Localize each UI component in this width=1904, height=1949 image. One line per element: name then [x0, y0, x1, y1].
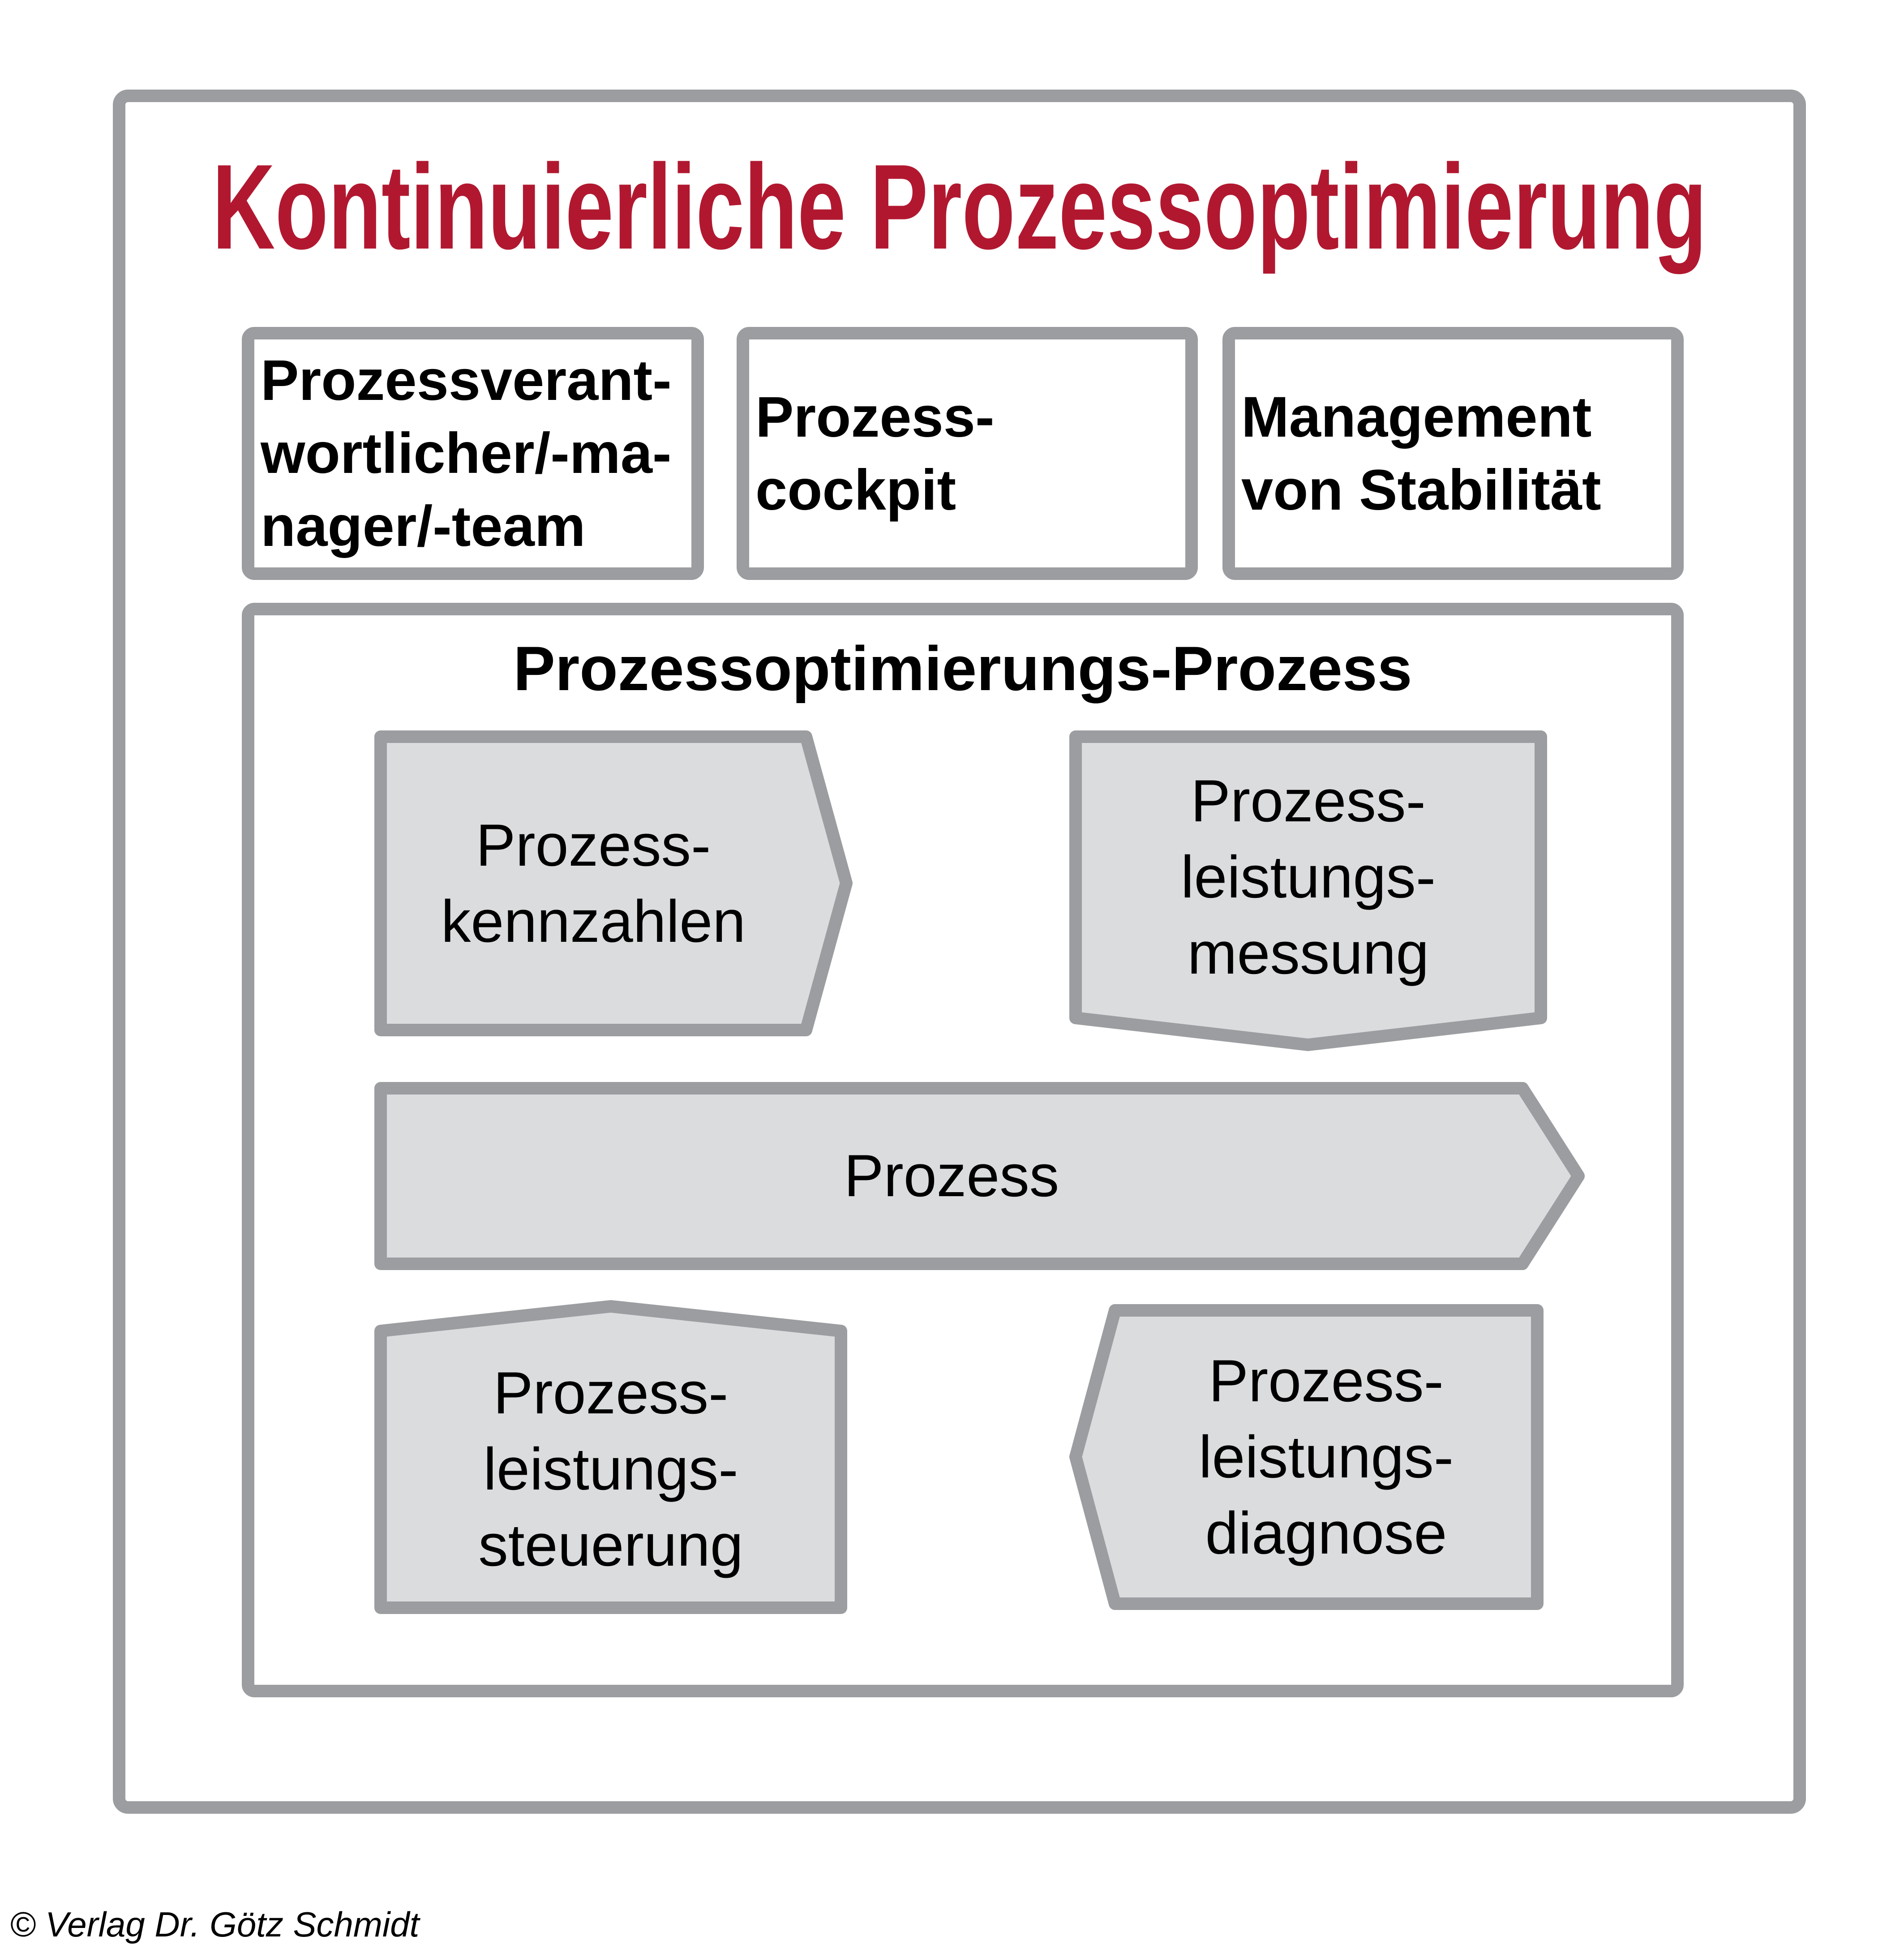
shape-performance-diagnosis: Prozess- leistungs- diagnose	[1069, 1304, 1544, 1610]
page-title: Kontinuierliche Prozessoptimierung	[113, 142, 1806, 272]
shape-performance-control-label: Prozess- leistungs- steuerung	[478, 1360, 743, 1579]
box-stability-management: Management von Stabilität	[1222, 327, 1684, 580]
box-process-cockpit: Prozess- cockpit	[737, 327, 1198, 580]
box-process-owner: Prozessverant- wortlicher/-ma- nager/-te…	[242, 327, 704, 580]
shape-performance-measurement-label: Prozess- leistungs- messung	[1180, 768, 1436, 987]
shape-process-arrow-label: Prozess	[844, 1143, 1059, 1209]
shape-performance-diagnosis-label: Prozess- leistungs- diagnose	[1198, 1348, 1454, 1567]
box-process-owner-label: Prozessverant- wortlicher/-ma- nager/-te…	[261, 348, 672, 558]
pentagon-left-icon	[1069, 1304, 1544, 1610]
shape-process-indicators-label: Prozess- kennzahlen	[441, 812, 746, 955]
box-stability-management-label: Management von Stabilität	[1241, 385, 1601, 522]
box-process-cockpit-label: Prozess- cockpit	[755, 385, 995, 522]
shape-performance-control: Prozess- leistungs- steuerung	[374, 1300, 847, 1614]
pentagon-up-icon	[374, 1300, 847, 1614]
process-optimization-title: Prozessoptimierungs-Prozess	[513, 633, 1412, 704]
pentagon-down-icon	[1069, 730, 1547, 1051]
pentagon-right-icon	[374, 730, 853, 1036]
arrow-right-icon	[374, 1082, 1585, 1270]
shape-process-indicators: Prozess- kennzahlen	[374, 730, 853, 1036]
page-title-text: Kontinuierliche Prozessoptimierung	[212, 140, 1707, 275]
shape-performance-measurement: Prozess- leistungs- messung	[1069, 730, 1547, 1051]
shape-process-arrow: Prozess	[374, 1082, 1585, 1270]
copyright-notice: © Verlag Dr. Götz Schmidt	[10, 1905, 420, 1944]
